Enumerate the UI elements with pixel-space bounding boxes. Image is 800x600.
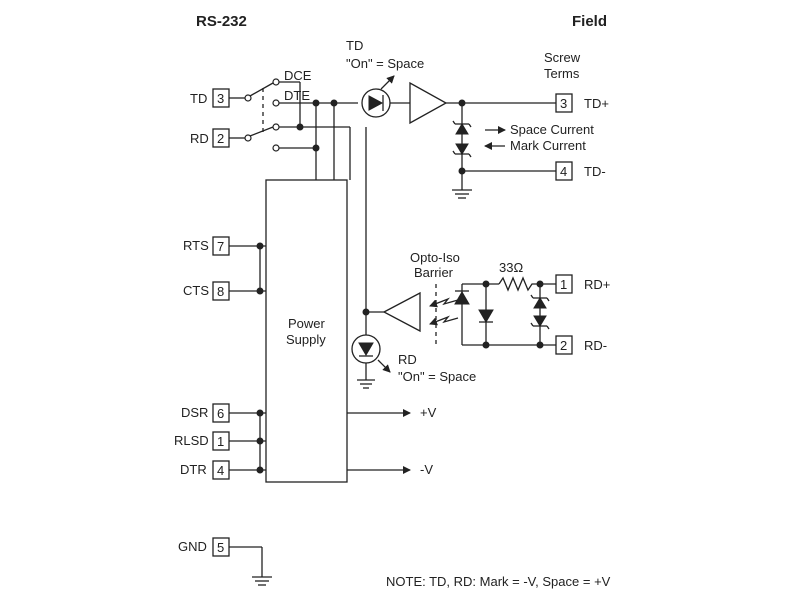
pin-label-rts: RTS	[183, 238, 209, 253]
field-term-number-td-minus: 4	[560, 164, 567, 179]
pin-number-dtr: 4	[217, 463, 224, 478]
resistor-label: 33Ω	[499, 260, 523, 275]
pin-label-td: TD	[190, 91, 207, 106]
td-led-label-1: TD	[346, 38, 363, 53]
pin-label-dsr: DSR	[181, 405, 208, 420]
rd-receive-path	[362, 127, 421, 335]
opto-led-pair	[454, 280, 556, 349]
td-zener-pair	[452, 120, 556, 199]
dsr-rlsd-dtr-wiring	[229, 409, 266, 474]
pin-number-rlsd: 1	[217, 434, 224, 449]
signal-level-note: NOTE: TD, RD: Mark = -V, Space = +V	[386, 574, 611, 589]
rd-led-label-2: "On" = Space	[398, 369, 476, 384]
pin-label-cts: CTS	[183, 283, 209, 298]
ground-wiring	[229, 546, 272, 586]
space-current-label: Space Current	[510, 122, 594, 137]
pin-label-rd: RD	[190, 131, 209, 146]
screw-terms-label-2: Terms	[544, 66, 580, 81]
rd-receiver-amplifier	[382, 291, 421, 333]
pin-number-cts: 8	[217, 284, 224, 299]
pin-label-rlsd: RLSD	[174, 433, 209, 448]
power-supply-label-1: Power	[288, 316, 326, 331]
dte-label: DTE	[284, 88, 310, 103]
pin-label-gnd: GND	[178, 539, 207, 554]
rs232-header: RS-232	[196, 13, 247, 30]
negative-output-label: -V	[420, 462, 433, 477]
td-driver-amplifier	[409, 81, 556, 190]
rd-led	[351, 334, 391, 389]
dce-label: DCE	[284, 68, 312, 83]
field-term-box-rd-plus	[555, 274, 573, 294]
td-led-label-2: "On" = Space	[346, 56, 424, 71]
power-supply-block	[265, 179, 348, 483]
opto-light-arrows	[429, 297, 459, 326]
pin-label-dtr: DTR	[180, 462, 207, 477]
opto-iso-label-2: Barrier	[414, 265, 454, 280]
field-term-box-rd-minus	[555, 335, 573, 355]
positive-output-label: +V	[420, 405, 437, 420]
power-supply-label-2: Supply	[286, 332, 326, 347]
resistor-33-ohm	[498, 276, 556, 292]
field-term-label-td-minus: TD-	[584, 164, 606, 179]
pin-number-gnd: 5	[217, 540, 224, 555]
screw-terms-label-1: Screw	[544, 50, 581, 65]
rts-cts-wiring	[229, 242, 266, 295]
rd-led-label-1: RD	[398, 352, 417, 367]
dce-dte-switch	[229, 78, 358, 180]
pin-number-td: 3	[217, 91, 224, 106]
rd-zener-pair	[530, 284, 550, 349]
field-term-number-rd-minus: 2	[560, 338, 567, 353]
field-term-box-td-minus	[555, 161, 573, 181]
pin-number-rd: 2	[217, 131, 224, 146]
field-header: Field	[572, 13, 607, 30]
field-term-number-td-plus: 3	[560, 96, 567, 111]
pin-number-rts: 7	[217, 239, 224, 254]
opto-iso-label-1: Opto-Iso	[410, 250, 460, 265]
mark-current-label: Mark Current	[510, 138, 586, 153]
field-term-label-rd-plus: RD+	[584, 277, 610, 292]
field-term-label-rd-minus: RD-	[584, 338, 607, 353]
field-term-label-td-plus: TD+	[584, 96, 609, 111]
field-term-box-td-plus	[555, 93, 573, 113]
pin-number-dsr: 6	[217, 406, 224, 421]
td-led	[361, 75, 410, 118]
field-term-number-rd-plus: 1	[560, 277, 567, 292]
